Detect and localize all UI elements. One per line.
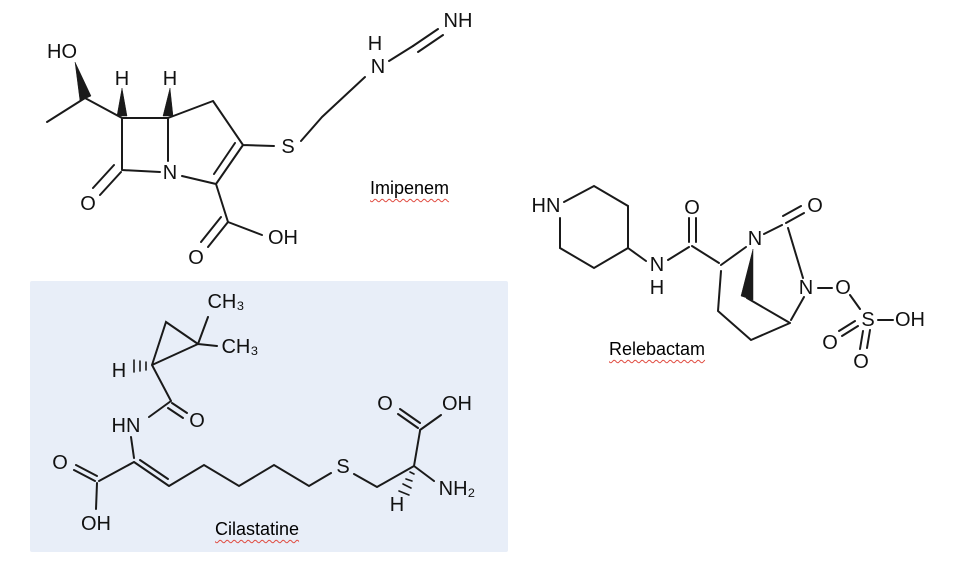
cilastatine-atom-nh: NH₂ <box>439 478 476 500</box>
cilastatine-atom-o: O <box>377 393 393 415</box>
relebactam-atom-s: S <box>861 309 874 331</box>
cilastatine-atom-o: O <box>52 452 68 474</box>
cilastatine-hash-h-stereocenter <box>398 471 415 496</box>
imipenem-atom-h: H <box>163 68 177 90</box>
relebactam-atom-h: H <box>650 277 664 299</box>
cilastatine-atom-h: H <box>112 360 126 382</box>
imipenem-atom-oh: OH <box>268 227 298 249</box>
cilastatine-atoms: CH₃ CH₃ H HN O O OH S H NH₂ O OH <box>52 291 475 535</box>
relebactam-atom-n: N <box>748 228 762 250</box>
cilastatine-double-bonds <box>73 402 421 482</box>
relebactam-label: Relebactam <box>609 339 706 359</box>
relebactam-atom-n: N <box>650 254 664 276</box>
imipenem-label: Imipenem <box>370 178 450 198</box>
relebactam-double-bonds <box>688 205 871 350</box>
cilastatine-atom-s: S <box>336 456 349 478</box>
cilastatine-atom-ch: CH₃ <box>221 336 258 358</box>
relebactam-atom-o: O <box>822 332 838 354</box>
imipenem-atom-n: N <box>163 162 177 184</box>
cilastatine-atom-o: O <box>189 410 205 432</box>
cilastatine-atom-oh: OH <box>442 393 472 415</box>
imipenem-wedge-h-right <box>162 87 174 117</box>
cilastatine-label: Cilastatine <box>215 519 300 539</box>
cilastatine-atom-oh: OH <box>81 513 111 535</box>
relebactam-atom-oh: OH <box>895 309 925 331</box>
relebactam-atom-o: O <box>807 195 823 217</box>
relebactam-atom-o: O <box>835 277 851 299</box>
relebactam-atom-o: O <box>853 351 869 373</box>
relebactam-atom-o: O <box>684 197 700 219</box>
relebactam-bonds <box>559 184 894 341</box>
cilastatine-atom-h: H <box>390 494 404 516</box>
cilastatine-atom-hn: HN <box>112 415 141 437</box>
cilastatine-bonds <box>95 316 442 510</box>
imipenem-atom-n: N <box>371 56 385 78</box>
cilastatine-highlight <box>30 281 508 552</box>
cilastatine-atom-ch: CH₃ <box>207 291 244 313</box>
relebactam-atom-hn: HN <box>532 195 561 217</box>
imipenem-double-bonds <box>92 28 444 248</box>
imipenem-wedge-h-left <box>116 87 128 117</box>
imipenem-atom-nh: NH <box>444 10 473 32</box>
imipenem-atom-o: O <box>188 247 204 269</box>
imipenem-atom-s: S <box>281 136 294 158</box>
imipenem-atom-h: H <box>115 68 129 90</box>
cilastatine-hash-h-cyclopropane <box>133 359 147 373</box>
relebactam-atom-n: N <box>799 277 813 299</box>
imipenem-atom-ho: HO <box>47 41 77 63</box>
imipenem-wedge-ho <box>74 61 92 102</box>
imipenem-atom-o: O <box>80 193 96 215</box>
relebactam-wedge-bridge <box>740 248 754 301</box>
imipenem-atom-h: H <box>368 33 382 55</box>
cilastatine-structure: CH₃ CH₃ H HN O O OH S H NH₂ O OH <box>52 291 475 535</box>
imipenem-bonds <box>46 45 414 236</box>
